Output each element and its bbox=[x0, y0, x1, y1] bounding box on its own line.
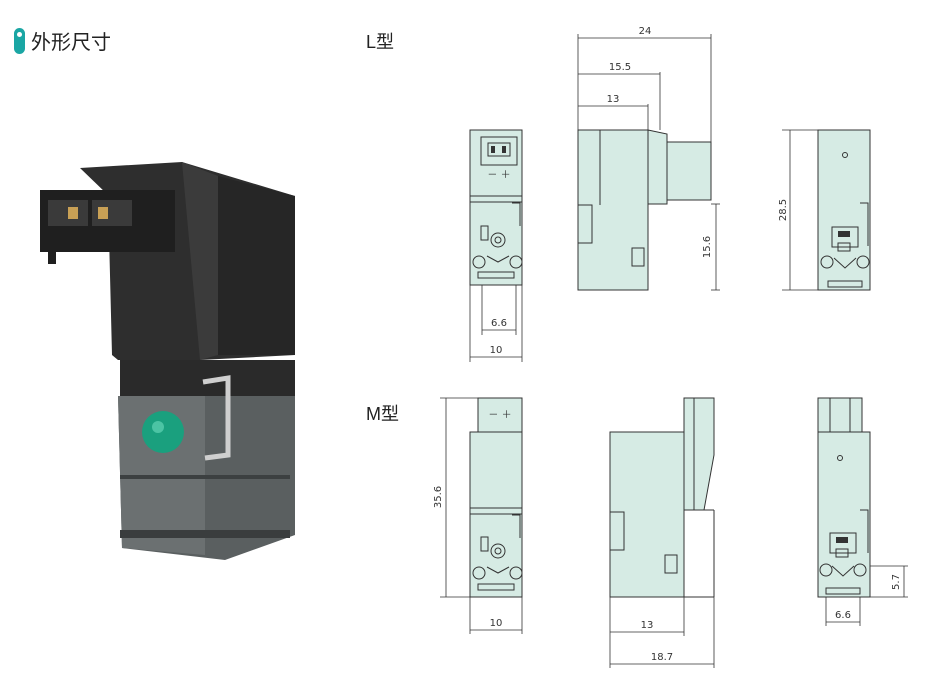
m-dim-35-6: 35.6 bbox=[433, 486, 444, 508]
l-type-dimensions bbox=[469, 34, 818, 362]
l-dim-10: 10 bbox=[490, 345, 503, 356]
info-pill-icon bbox=[14, 27, 25, 54]
l-type-front-view: － ＋ bbox=[469, 129, 523, 286]
m-dim-13: 13 bbox=[641, 620, 654, 631]
l-dim-15-5: 15.5 bbox=[609, 62, 631, 73]
l-type-label: L型 bbox=[366, 32, 395, 52]
l-dim-13: 13 bbox=[607, 94, 620, 105]
m-type-front-view: － ＋ bbox=[469, 397, 523, 598]
section-title: 外形尺寸 bbox=[31, 30, 111, 54]
m-dim-18-7: 18.7 bbox=[651, 652, 673, 663]
m-connector-signs: － ＋ bbox=[488, 410, 511, 421]
pin-right bbox=[98, 207, 108, 219]
section-header: 外形尺寸 bbox=[14, 26, 111, 55]
l-connector-signs: － ＋ bbox=[487, 170, 510, 181]
m-type-side-view bbox=[609, 397, 715, 598]
l-dim-28-5: 28.5 bbox=[778, 199, 789, 221]
m-type-dimensions bbox=[440, 397, 908, 668]
indicator-led-icon bbox=[142, 411, 184, 453]
l-type-side-view bbox=[577, 129, 712, 291]
pin-left bbox=[68, 207, 78, 219]
l-dim-24: 24 bbox=[639, 26, 652, 37]
m-dim-10: 10 bbox=[490, 618, 503, 629]
m-type-back-view bbox=[817, 397, 871, 598]
l-dim-15-6: 15.6 bbox=[702, 236, 713, 258]
mounting-clip bbox=[202, 375, 231, 461]
m-dim-6-6: 6.6 bbox=[835, 610, 851, 621]
m-dim-5-7: 5.7 bbox=[891, 574, 902, 590]
m-type-label: M型 bbox=[366, 404, 399, 424]
valve-product-photo bbox=[40, 162, 295, 560]
l-type-back-view bbox=[817, 129, 871, 291]
l-dim-6-6: 6.6 bbox=[491, 318, 507, 329]
